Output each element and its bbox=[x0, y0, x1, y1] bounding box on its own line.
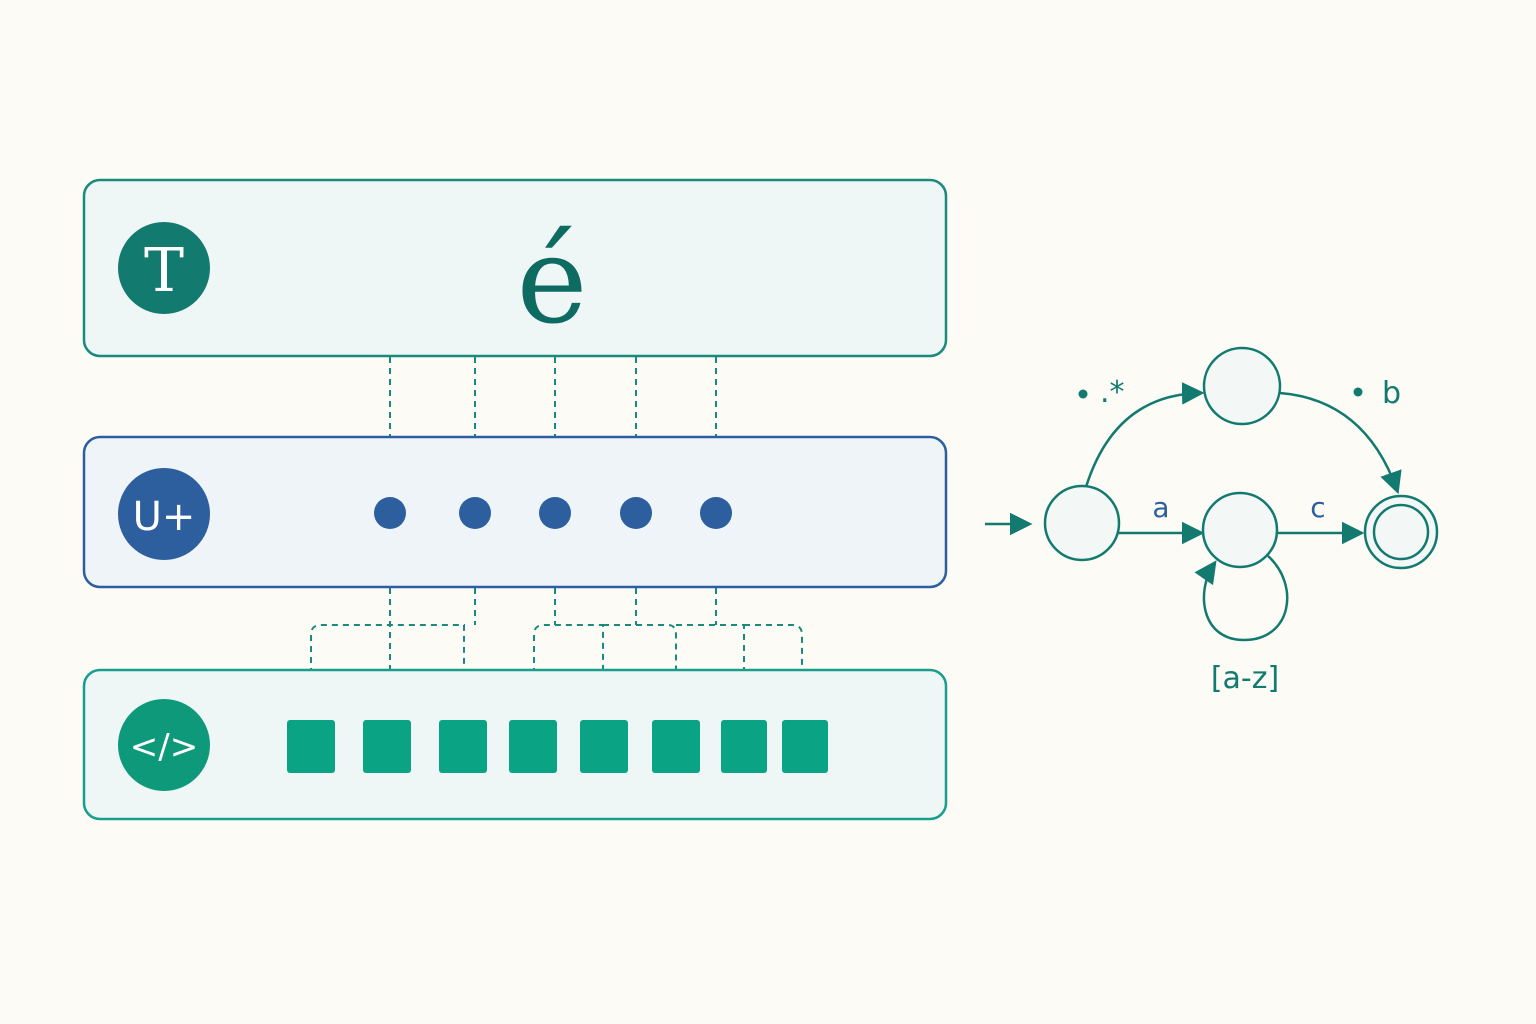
byte-layer-panel: </> bbox=[82, 668, 948, 821]
codepoint-layer-panel: U+ bbox=[82, 435, 948, 589]
state-start bbox=[1043, 484, 1121, 562]
codepoint-dot bbox=[700, 497, 732, 529]
transition-labels: .* b a c [a-z] bbox=[1078, 375, 1401, 696]
text-type-icon bbox=[118, 222, 210, 314]
byte-bracket bbox=[310, 624, 465, 718]
byte-bracket bbox=[744, 624, 803, 718]
codepoint-dot bbox=[374, 497, 406, 529]
byte-block bbox=[652, 720, 700, 773]
byte-block bbox=[439, 720, 487, 773]
transition-label-start-middle: a bbox=[1152, 491, 1169, 524]
byte-bracket bbox=[533, 624, 604, 718]
byte-block bbox=[782, 720, 828, 773]
codepoint-dot bbox=[459, 497, 491, 529]
glyph-character: é bbox=[516, 212, 587, 351]
byte-bracket bbox=[603, 624, 677, 718]
code-badge-label: </> bbox=[130, 727, 198, 767]
state-accept bbox=[1363, 494, 1439, 570]
state-upper bbox=[1202, 346, 1282, 426]
unicode-badge-label: U+ bbox=[133, 494, 196, 540]
byte-block bbox=[721, 720, 767, 773]
label-bullet bbox=[1353, 387, 1363, 397]
unicode-icon bbox=[118, 468, 210, 560]
byte-block bbox=[363, 720, 411, 773]
state-middle bbox=[1201, 491, 1279, 569]
codepoint-dots bbox=[374, 497, 732, 529]
transition-self-loop bbox=[1194, 555, 1289, 642]
state-machine bbox=[985, 346, 1439, 642]
state-accept-inner bbox=[1372, 503, 1430, 561]
glyph-badge-letter: T bbox=[144, 236, 184, 306]
byte-block bbox=[580, 720, 628, 773]
codepoint-dot bbox=[539, 497, 571, 529]
transition-start-upper bbox=[1084, 382, 1205, 488]
byte-block bbox=[509, 720, 557, 773]
codepoint-dot bbox=[620, 497, 652, 529]
transition-upper-accept bbox=[1279, 391, 1402, 495]
byte-block bbox=[287, 720, 335, 773]
byte-blocks bbox=[287, 720, 828, 773]
transition-label-middle-accept: c bbox=[1310, 491, 1325, 524]
transition-label-self-loop: [a-z] bbox=[1211, 661, 1279, 696]
glyph-layer-panel: T é bbox=[82, 178, 948, 358]
code-icon bbox=[118, 699, 210, 791]
label-bullet bbox=[1078, 389, 1088, 399]
transition-label-start-upper: .* bbox=[1100, 375, 1125, 410]
transition-label-upper-accept: b bbox=[1382, 376, 1401, 411]
